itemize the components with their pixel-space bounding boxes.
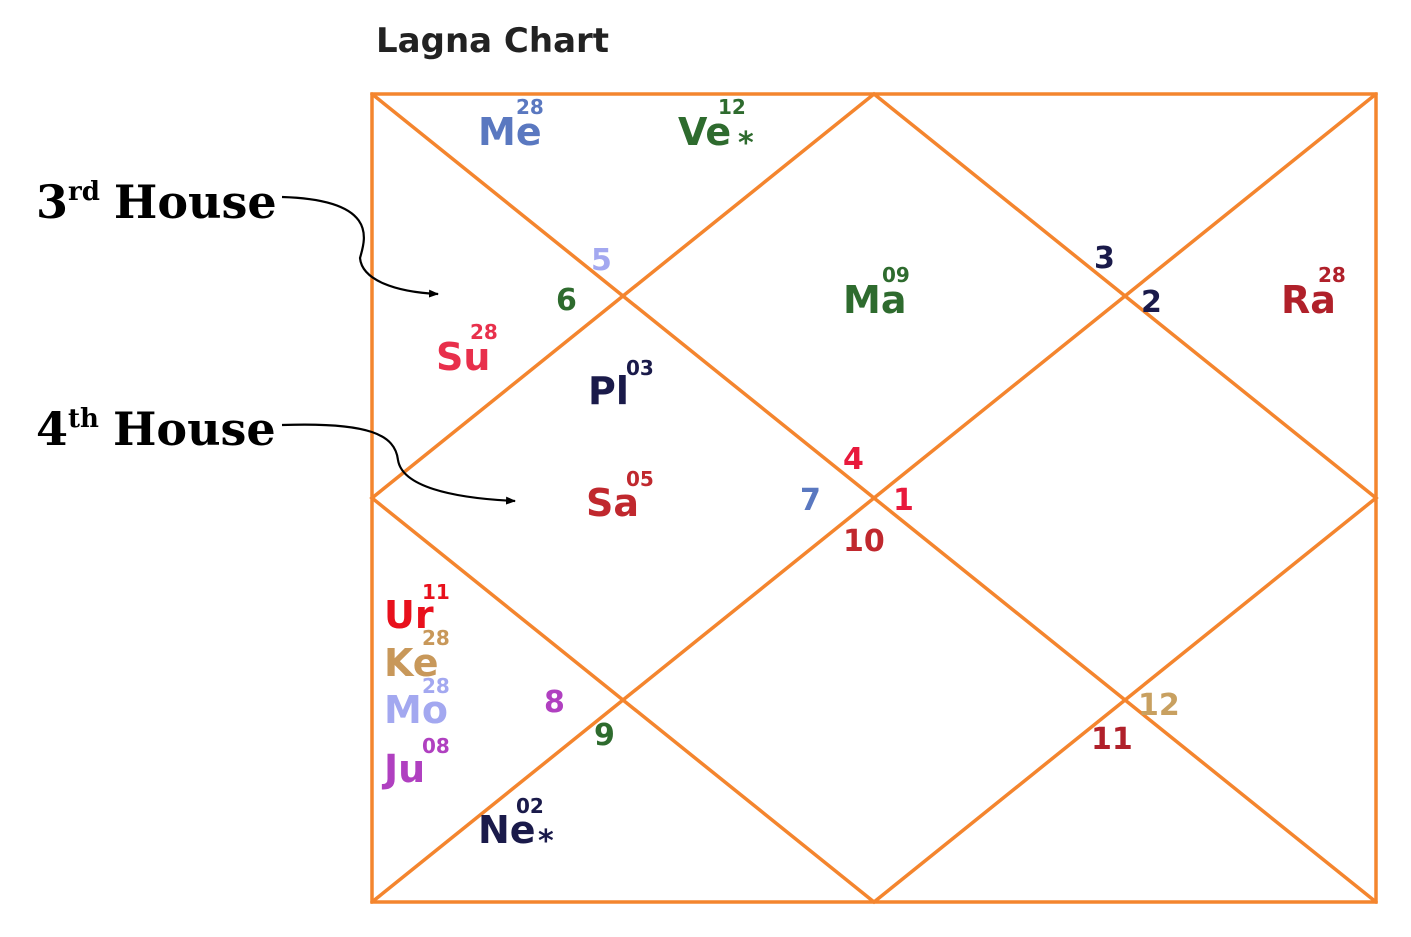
house-number: 10 (843, 524, 885, 559)
annotation-3rd-label: House (114, 175, 277, 229)
planet-degree: 28 (516, 95, 544, 119)
planet-label: Me (478, 110, 542, 154)
annotation-4th-house: 4th House (36, 402, 516, 505)
planet-label: Su (436, 335, 490, 379)
annotation-3rd-house: 3rd House (36, 175, 439, 298)
house-number: 4 (843, 442, 864, 477)
annotation-3rd-suffix: rd (68, 177, 100, 207)
planet-degree: 09 (882, 263, 910, 287)
house-number: 8 (544, 685, 565, 720)
house-number: 5 (591, 243, 612, 278)
planet-label: Ma (843, 278, 906, 322)
house-number: 2 (1141, 285, 1162, 320)
planet-label: Ve (678, 110, 731, 154)
planet-degree: 12 (718, 95, 746, 119)
planet-degree: 28 (1318, 263, 1346, 287)
house-numbers: 1 2 3 4 5 6 7 8 9 10 11 12 (544, 241, 1180, 757)
planet-degree: 02 (516, 794, 544, 818)
planet-degree: 28 (422, 674, 450, 698)
planet-label: Ne (478, 808, 536, 852)
star-icon: * (738, 126, 754, 161)
annotation-4th-label: House (113, 402, 276, 456)
planet-label: Ke (384, 641, 439, 685)
annotation-4th-suffix: th (68, 404, 99, 434)
planets: Me 28 Ve 12 * Ma 09 Ra 28 Su 28 Pl 03 Sa… (381, 95, 1346, 859)
arrow-3rd-house (281, 195, 439, 298)
planet-label: Pl (588, 369, 629, 413)
planet-degree: 05 (626, 467, 654, 491)
annotation-4th-number: 4 (36, 402, 68, 456)
house-number: 1 (893, 483, 914, 518)
planet-label: Ra (1281, 278, 1336, 322)
diagonal-main-2 (370, 92, 1378, 904)
chart-grid (369, 91, 1379, 905)
chart-title: Lagna Chart (376, 21, 609, 61)
planet-label: Ur (384, 593, 434, 637)
planet-label: Sa (586, 481, 639, 525)
inner-diamond (369, 91, 1379, 905)
planet-label: Mo (384, 688, 448, 732)
house-number: 12 (1138, 688, 1180, 723)
house-number: 6 (556, 283, 577, 318)
star-icon: * (538, 824, 554, 859)
planet-degree: 28 (470, 320, 498, 344)
planet-label: Ju (381, 747, 425, 791)
planet-degree: 03 (626, 356, 654, 380)
planet-degree: 28 (422, 626, 450, 650)
planet-degree: 11 (422, 580, 450, 604)
planet-degree: 08 (422, 734, 450, 758)
arrow-4th-house (281, 423, 516, 505)
house-number: 11 (1091, 722, 1133, 757)
house-number: 7 (800, 483, 821, 518)
house-number: 9 (594, 718, 615, 753)
house-number: 3 (1094, 241, 1115, 276)
annotation-3rd-number: 3 (36, 175, 68, 229)
